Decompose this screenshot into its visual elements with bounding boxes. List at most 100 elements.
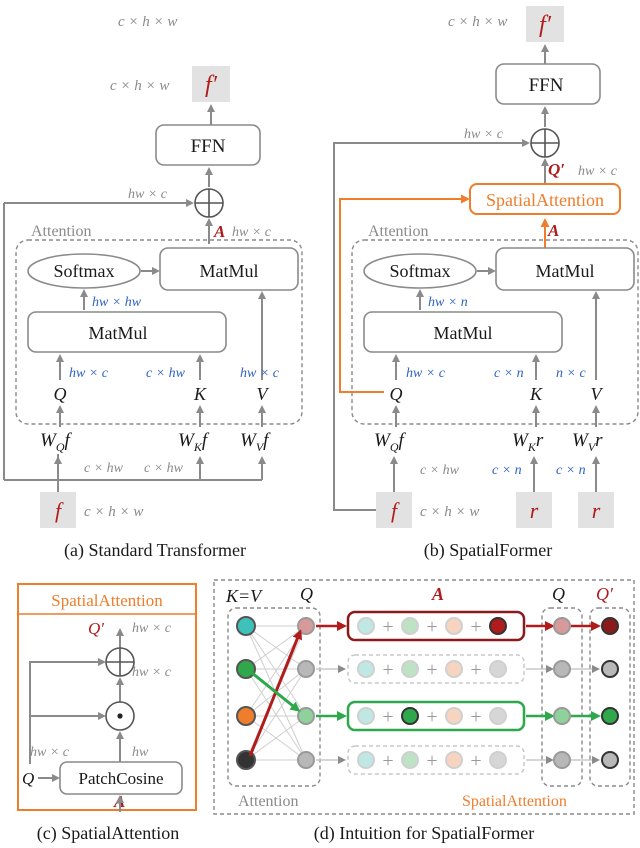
- d-spatial-label: SpatialAttention: [462, 793, 567, 810]
- b-softmax-label: Softmax: [390, 261, 451, 281]
- d-q1: Q: [300, 584, 313, 604]
- a-out-symbol: f′: [205, 72, 218, 98]
- d-a-row: [346, 700, 526, 732]
- d-plus: +: [470, 659, 481, 681]
- d-plus: +: [470, 616, 481, 638]
- d-plus: +: [426, 706, 437, 728]
- a-out-dim2: c × h × w: [110, 78, 169, 94]
- a-softmax-dim: hw × hw: [92, 295, 142, 310]
- a-in-dim: c × h × w: [84, 504, 143, 520]
- b-v: V: [591, 384, 604, 404]
- c-dim2: hw × c: [132, 665, 172, 680]
- a-a-symbol: A: [213, 222, 225, 241]
- d-a-dot: [401, 660, 419, 678]
- a-matmul-bottom-label: MatMul: [88, 323, 147, 343]
- d-a-dot: [401, 617, 419, 635]
- c-dim4: hw: [132, 745, 149, 760]
- d-a-dot: [489, 751, 507, 769]
- d-kv-node: [236, 616, 256, 636]
- d-qp-node: [601, 660, 619, 678]
- b-attention-label: Attention: [368, 223, 428, 240]
- c-dim1: hw × c: [132, 621, 172, 636]
- d-q-node: [297, 617, 315, 635]
- d-a-dot: [401, 707, 419, 725]
- d-plus: +: [426, 616, 437, 638]
- d-q2: Q: [552, 584, 565, 604]
- a-ffn-box: [155, 124, 261, 166]
- b-in-dim: c × h × w: [420, 504, 479, 520]
- b-v-dim: n × c: [556, 366, 586, 381]
- d-a-dot: [489, 617, 507, 635]
- a-v-dim: hw × c: [240, 366, 280, 381]
- a-in-symbol: f: [55, 498, 64, 523]
- d-qp-node: [601, 617, 619, 635]
- d-kv-node: [236, 706, 256, 726]
- b-softmax-dim: hw × n: [428, 295, 468, 310]
- b-qp-symbol: Q′: [548, 160, 565, 179]
- d-plus: +: [382, 706, 393, 728]
- b-spatial-label: SpatialAttention: [486, 190, 604, 210]
- a-q-dim: hw × c: [69, 366, 109, 381]
- d-kv-node: [236, 659, 256, 679]
- c-q: Q: [22, 769, 34, 788]
- a-k-dim: c × hw: [146, 366, 186, 381]
- d-attention-frame: [227, 607, 321, 787]
- a-res-dim: hw × c: [128, 187, 168, 202]
- a-wk: WKf: [178, 430, 210, 454]
- b-in-symbol-r1: r: [530, 498, 539, 523]
- b-out-dim: c × h × w: [448, 14, 507, 30]
- b-wv: WVr: [572, 430, 603, 454]
- d-q2-node: [553, 617, 571, 635]
- d-q-node: [297, 707, 315, 725]
- d-q2-node: [553, 707, 571, 725]
- b-softmax-box: [363, 253, 477, 289]
- b-attention-frame: [351, 239, 639, 425]
- b-in-tile-f: [376, 492, 412, 528]
- b-qp-dim: hw × c: [578, 164, 618, 179]
- b-matmul-top-box: [495, 247, 635, 291]
- a-attention-label: Attention: [31, 223, 91, 240]
- panel-a: c × h × w f′ c × h × w FFN hw × c A hw ×…: [3, 14, 303, 561]
- a-attention-frame: [15, 239, 303, 425]
- d-plus: +: [426, 750, 437, 772]
- a-softmax-box: [27, 253, 141, 289]
- d-q2-node: [553, 660, 571, 678]
- a-ffn-label: FFN: [191, 136, 226, 157]
- b-out-tile: [526, 6, 564, 42]
- b-wk: WKr: [512, 430, 544, 454]
- d-attention-label: Attention: [238, 793, 298, 810]
- c-patchcosine-box: [59, 761, 183, 795]
- d-plus: +: [470, 706, 481, 728]
- d-a-dot: [445, 751, 463, 769]
- a-out-tile: [192, 66, 230, 102]
- b-in-symbol-f: f: [391, 498, 400, 523]
- c-dim3: hw × c: [30, 745, 70, 760]
- panel-b: c × h × w f′ FFN hw × c Q′ hw × c Spatia…: [333, 6, 639, 561]
- b-wq: WQf: [374, 430, 407, 454]
- b-in-dim-f: c × hw: [420, 463, 460, 478]
- d-a-dot: [445, 707, 463, 725]
- d-a-dot: [401, 751, 419, 769]
- a-matmul-top-label: MatMul: [199, 261, 258, 281]
- panel-d: K=V Q A Q Q′ Attention SpatialAttention …: [213, 579, 635, 844]
- b-matmul-bottom-label: MatMul: [433, 323, 492, 343]
- c-patchcosine-label: PatchCosine: [79, 769, 164, 788]
- d-plus: +: [470, 750, 481, 772]
- d-a-dot: [357, 707, 375, 725]
- d-q2-node: [553, 751, 571, 769]
- a-a-dim: hw × c: [232, 225, 272, 240]
- d-plus: +: [382, 616, 393, 638]
- b-ffn-box: [495, 63, 601, 105]
- a-matmul-bottom-box: [27, 311, 227, 353]
- b-res-dim: hw × c: [464, 127, 504, 142]
- d-qp-node: [601, 751, 619, 769]
- d-a-dot: [445, 617, 463, 635]
- d-a-row: [347, 745, 525, 775]
- d-q-node: [297, 751, 315, 769]
- b-in-dim-rk: c × n: [492, 463, 522, 478]
- b-out-symbol: f′: [539, 12, 552, 38]
- a-in-tile: [40, 492, 76, 528]
- a-wq: WQf: [40, 430, 73, 454]
- b-residual-line: [333, 139, 530, 511]
